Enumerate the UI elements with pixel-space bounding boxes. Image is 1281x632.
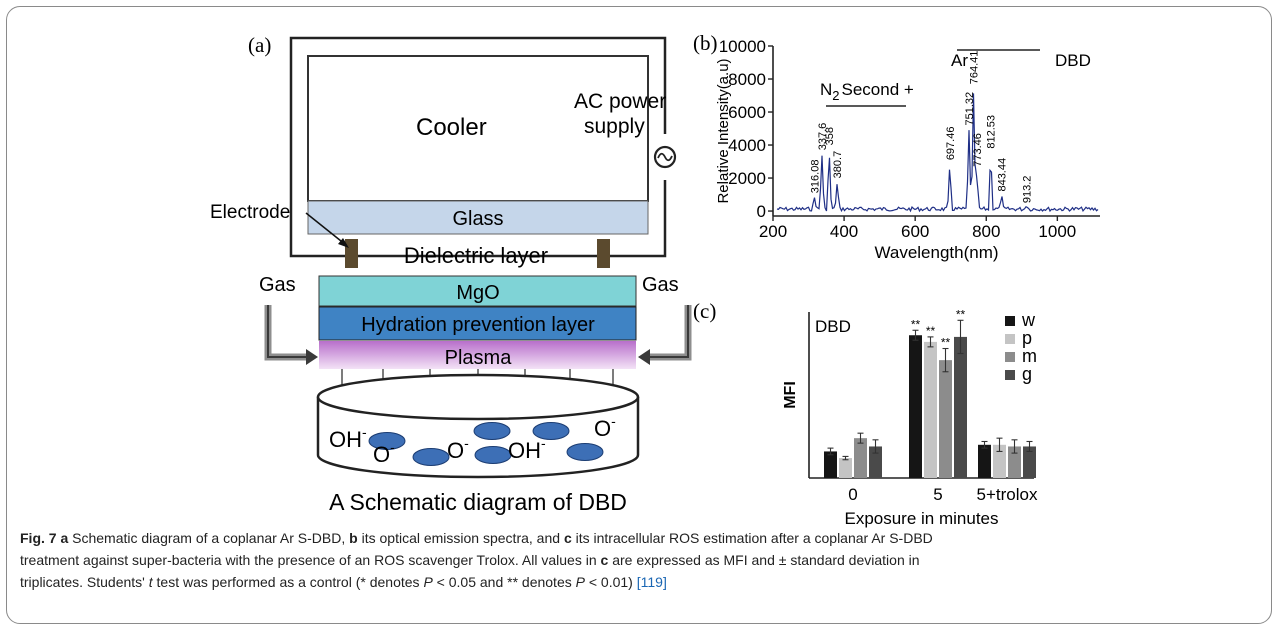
ros-species-label: OH- (508, 435, 546, 463)
electrode-pointer (305, 212, 347, 246)
bar-g (954, 336, 967, 478)
bar-p (839, 458, 852, 478)
figure-caption: Fig. 7 a Schematic diagram of a coplanar… (20, 530, 933, 590)
panel-a: (a) Cooler AC power supply Glass Dielect… (210, 33, 692, 515)
peak-label: 812.53 (986, 115, 998, 149)
electrode-left (345, 239, 358, 268)
peak-label: 337.6 (817, 123, 829, 151)
gas-inlet-right (645, 305, 692, 361)
bar-p (993, 444, 1006, 478)
chart-title: DBD (815, 317, 851, 336)
significance-label: ** (911, 317, 921, 331)
significance-label: ** (926, 324, 936, 338)
ros-species-label: O- (447, 435, 469, 463)
legend-label-g: g (1022, 364, 1032, 384)
significance-label: ** (941, 336, 951, 350)
hydration-label: Hydration prevention layer (361, 314, 595, 336)
ros-species: OH-O-O-OH-O- (329, 413, 616, 467)
y-tick-label: 0 (757, 202, 766, 221)
panel-b: (b) 0 2000 4000 6000 8000 10000 200 400 600 800 100… (693, 31, 1100, 262)
dielectric-label: Dielectric layer (404, 243, 548, 268)
ar-annotation: Ar (951, 51, 968, 70)
peak-label: 358 (824, 127, 836, 145)
bar-m (939, 360, 952, 478)
panel-a-label: (a) (248, 33, 271, 57)
bar-w (824, 451, 837, 478)
bar-p (924, 341, 937, 478)
spectrum-line (776, 93, 1099, 213)
panel-c-label: (c) (693, 299, 716, 323)
x-tick-label: 5 (933, 485, 942, 504)
ac-power-label-1: AC power (574, 90, 666, 113)
bar-w (978, 444, 991, 478)
legend-swatch-w (1005, 316, 1015, 326)
y-tick-label: 10000 (719, 37, 766, 56)
peak-label: 380.7 (832, 151, 844, 179)
bar-g (1023, 446, 1036, 478)
peak-label: 773.46 (972, 133, 984, 167)
y-tick-label: 2000 (728, 169, 766, 188)
gas-inlet-left (264, 305, 311, 361)
bar-m (1008, 446, 1021, 478)
glass-label: Glass (452, 208, 503, 230)
x-tick-label: 5+trolox (977, 485, 1038, 504)
x-axis-title: Exposure in minutes (844, 509, 998, 528)
bar-m (854, 438, 867, 478)
y-axis-title: MFI (782, 381, 799, 409)
x-axis-title: Wavelength(nm) (874, 243, 998, 262)
caption-fig-number: Fig. 7 (20, 530, 57, 546)
peak-label: 751.32 (964, 92, 976, 126)
ros-species-label: O- (594, 413, 616, 441)
panel-b-label: (b) (693, 31, 718, 55)
x-tick-label: 200 (759, 222, 787, 241)
x-tick-label: 1000 (1038, 222, 1076, 241)
cooler-box (307, 55, 649, 202)
schematic-title: A Schematic diagram of DBD (329, 489, 627, 515)
mgo-label: MgO (456, 282, 499, 304)
peak-label: 913.2 (1021, 176, 1033, 204)
bar-w (909, 335, 922, 478)
reference-link[interactable]: [119] (636, 574, 667, 590)
bar-g (869, 446, 882, 478)
y-tick-label: 6000 (728, 103, 766, 122)
peak-label: 697.46 (945, 127, 957, 161)
x-tick-label: 800 (972, 222, 1000, 241)
y-tick-label: 4000 (728, 136, 766, 155)
plasma-region (319, 341, 636, 369)
hydration-layer (318, 306, 637, 341)
legend-label-p: p (1022, 328, 1032, 348)
legend-dbd: DBD (1055, 51, 1091, 70)
ac-power-label-2: supply (584, 115, 645, 138)
electrode-right (597, 239, 610, 268)
peak-label: 764.41 (969, 51, 981, 85)
gas-left-label: Gas (259, 274, 296, 296)
panel-c: (c) DBD MFI Exposure in minutes 0 5 ** ** ** ** 5+… (693, 299, 1038, 528)
y-axis-title: Relative Intensity(a.u) (715, 58, 732, 203)
peak-label: 316.08 (809, 160, 821, 194)
plasma-label: Plasma (445, 347, 513, 369)
legend-swatch-m (1005, 352, 1015, 362)
mgo-layer (318, 275, 637, 307)
x-tick-label: 400 (830, 222, 858, 241)
ros-species-label: OH- (329, 424, 367, 452)
glass-layer (307, 200, 649, 235)
significance-label: ** (956, 307, 966, 321)
legend-swatch-g (1005, 370, 1015, 380)
cooler-label: Cooler (416, 114, 487, 141)
y-tick-label: 8000 (728, 70, 766, 89)
x-tick-label: 600 (901, 222, 929, 241)
gas-right-label: Gas (642, 274, 679, 296)
peak-label: 843.44 (997, 158, 1009, 192)
x-tick-label: 0 (848, 485, 857, 504)
legend-label-m: m (1022, 346, 1037, 366)
legend-label-w: w (1021, 310, 1036, 330)
legend-swatch-p (1005, 334, 1015, 344)
ros-species-label: O- (373, 439, 395, 467)
electrode-label: Electrode (210, 202, 290, 223)
